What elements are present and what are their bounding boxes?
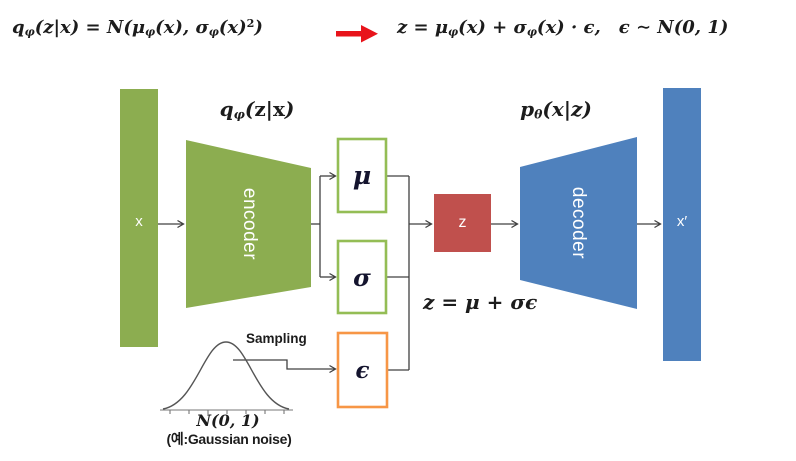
formula-q-distribution: qφ(z|x) = N(μφ(x), σφ(x)2) xyxy=(12,17,263,39)
encoder-distribution-label: qφ(z|x) xyxy=(219,97,295,122)
output-bar-shape xyxy=(663,88,701,361)
gaussian-axis xyxy=(160,409,293,414)
encoder-trapezoid xyxy=(186,140,311,308)
gaussian-noise-caption: (예:Gaussian noise) xyxy=(166,431,292,447)
formula-reparameterization-trick: z = μφ(x) + σφ(x) · ϵ, ϵ ∼ N(0, 1) xyxy=(397,17,729,39)
latent-z-label: z xyxy=(458,214,467,231)
encoder-text: encoder xyxy=(239,187,260,261)
epsilon-box-shape xyxy=(336,331,389,409)
decoder-trapezoid xyxy=(520,137,637,309)
input-bar-shape xyxy=(120,89,158,347)
arrow-sampling-to-epsilon xyxy=(233,359,337,374)
mu-box-label: μ xyxy=(352,161,372,190)
connector-lines xyxy=(158,171,662,374)
mu-box-shape xyxy=(336,137,388,214)
normal-distribution-label: N(0, 1) xyxy=(196,411,260,430)
epsilon-box-label: ϵ xyxy=(355,356,370,384)
sampling-label: Sampling xyxy=(246,331,307,346)
reparam-equation: z = μ + σϵ xyxy=(423,290,538,314)
input-bar-label: x xyxy=(135,213,143,230)
gaussian-curve xyxy=(162,341,290,410)
red-arrow-icon xyxy=(336,25,378,43)
decoder-distribution-label: pθ(x|z) xyxy=(520,97,592,122)
sigma-box-label: σ xyxy=(353,262,371,292)
decoder-text: decoder xyxy=(568,186,589,260)
output-bar-label: x′ xyxy=(676,213,688,230)
latent-z-box-shape xyxy=(434,194,491,252)
sigma-box-shape xyxy=(336,239,388,315)
